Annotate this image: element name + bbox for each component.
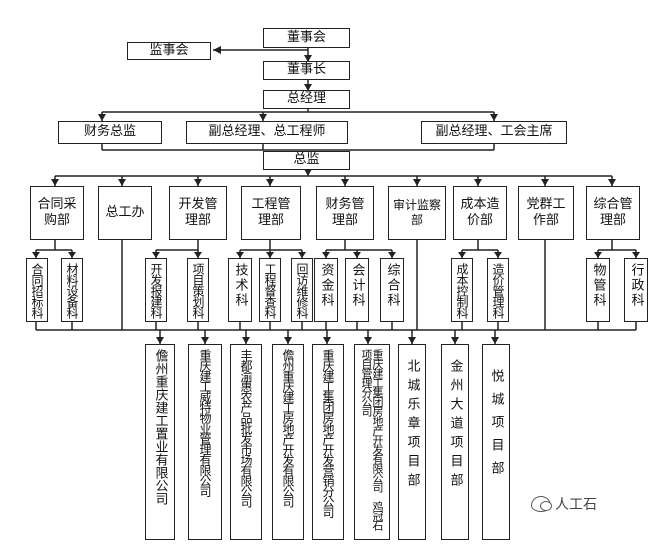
subsidiary-label: 重庆建工威特物业管理有限公司 <box>198 349 212 496</box>
gm-label: 总经理 <box>286 91 326 107</box>
section-label: 开发报建科 <box>149 263 163 318</box>
department-box: 总工办 <box>98 186 152 240</box>
section-label: 合同招标科 <box>30 263 44 318</box>
subsidiary-label: 北城乐章项目部 <box>404 359 420 492</box>
section-label: 工程督查科 <box>263 263 277 318</box>
department-label: 工程管理部 <box>251 196 291 228</box>
department-label: 财务管理部 <box>325 196 365 228</box>
subsidiary-label: 丰都渝惠农产品批发市场有限公司 <box>239 349 253 507</box>
subsidiary-label: 儋州重庆建工置业有限公司 <box>152 349 168 505</box>
director-label: 总监 <box>293 152 320 168</box>
subsidiary-box: 重庆建工威特物业管理有限公司 <box>188 344 222 540</box>
section-box: 项目策划科 <box>187 258 209 322</box>
chairman-box: 董事长 <box>263 61 350 80</box>
subsidiary-box: 重庆建工集团房地产开发营销分公司 <box>312 344 344 540</box>
subsidiary-box: 悦城项目部 <box>482 344 510 540</box>
department-box: 综合管理部 <box>586 186 640 240</box>
section-box: 会计科 <box>345 258 369 322</box>
department-box: 开发管理部 <box>169 186 227 240</box>
supervisors-box: 监事会 <box>127 42 211 60</box>
section-label: 技术科 <box>232 263 248 308</box>
subsidiary-label: 悦城项目部 <box>488 369 504 484</box>
section-box: 开发报建科 <box>145 258 167 322</box>
section-box: 技术科 <box>228 258 252 322</box>
vp-union-box: 副总经理、工会主席 <box>421 121 567 144</box>
section-box: 成本控制科 <box>451 258 473 322</box>
department-label: 总工办 <box>105 204 145 220</box>
department-label: 审计监察部 <box>393 198 442 227</box>
section-label: 成本控制科 <box>455 263 469 318</box>
subsidiary-label: 重庆建工集团房地产开发营销分公司 <box>321 349 335 517</box>
section-label: 造价管理科 <box>491 263 505 318</box>
section-label: 材料设备科 <box>65 263 79 318</box>
section-label: 行政科 <box>628 263 644 308</box>
department-label: 党群工作部 <box>526 196 566 228</box>
section-box: 行政科 <box>624 258 648 322</box>
section-label: 资金科 <box>318 263 334 308</box>
director-box: 总监 <box>263 151 350 170</box>
section-box: 资金科 <box>314 258 338 322</box>
department-box: 工程管理部 <box>241 186 301 240</box>
chairman-label: 董事长 <box>286 62 326 78</box>
section-label: 项目策划科 <box>191 263 205 318</box>
section-label: 物管科 <box>590 263 606 308</box>
department-label: 综合管理部 <box>593 196 633 228</box>
subsidiary-box: 金州大道项目部 <box>441 344 469 540</box>
gm-box: 总经理 <box>263 90 350 109</box>
section-box: 造价管理科 <box>487 258 509 322</box>
vp-union-label: 副总经理、工会主席 <box>435 124 553 140</box>
finance-director-box: 财务总监 <box>58 121 162 144</box>
section-label: 会计科 <box>349 263 365 308</box>
department-box: 审计监察部 <box>388 186 446 240</box>
finance-director-label: 财务总监 <box>83 124 136 140</box>
subsidiary-box: 丰都渝惠农产品批发市场有限公司 <box>230 344 262 540</box>
section-box: 工程督查科 <box>259 258 281 322</box>
subsidiary-label: 重庆建工集团房地产开发有限公司 鸡冠石项目管理分公司 <box>360 349 384 530</box>
chat-bubble-icon <box>531 496 552 512</box>
subsidiary-label: 儋州重庆建工房地产开发有限公司 <box>281 349 295 507</box>
section-label: 回访维修科 <box>295 263 309 318</box>
subsidiary-box: 儋州重庆建工置业有限公司 <box>145 344 175 540</box>
section-label: 综合科 <box>384 263 400 308</box>
subsidiary-box: 重庆建工集团房地产开发有限公司 鸡冠石项目管理分公司 <box>354 344 390 540</box>
board-box: 董事会 <box>263 28 350 48</box>
section-box: 合同招标科 <box>26 258 48 322</box>
section-box: 回访维修科 <box>291 258 313 322</box>
subsidiary-label: 金州大道项目部 <box>447 359 463 492</box>
subsidiary-box: 北城乐章项目部 <box>398 344 426 540</box>
section-box: 综合科 <box>380 258 404 322</box>
section-box: 物管科 <box>586 258 610 322</box>
department-box: 党群工作部 <box>518 186 574 240</box>
department-label: 合同采购部 <box>37 196 77 228</box>
department-box: 成本造价部 <box>453 186 507 240</box>
subsidiary-box: 儋州重庆建工房地产开发有限公司 <box>272 344 304 540</box>
watermark-text: 人工石 <box>555 497 597 513</box>
department-box: 合同采购部 <box>30 186 84 240</box>
board-label: 董事会 <box>286 29 326 45</box>
section-box: 材料设备科 <box>61 258 83 322</box>
vp-chief-engineer-label: 副总经理、总工程师 <box>208 124 326 140</box>
watermark: 人工石 <box>531 494 597 514</box>
vp-chief-engineer-box: 副总经理、总工程师 <box>186 121 348 144</box>
department-label: 开发管理部 <box>178 196 218 228</box>
department-label: 成本造价部 <box>460 196 500 228</box>
supervisors-label: 监事会 <box>149 42 189 58</box>
department-box: 财务管理部 <box>316 186 374 240</box>
